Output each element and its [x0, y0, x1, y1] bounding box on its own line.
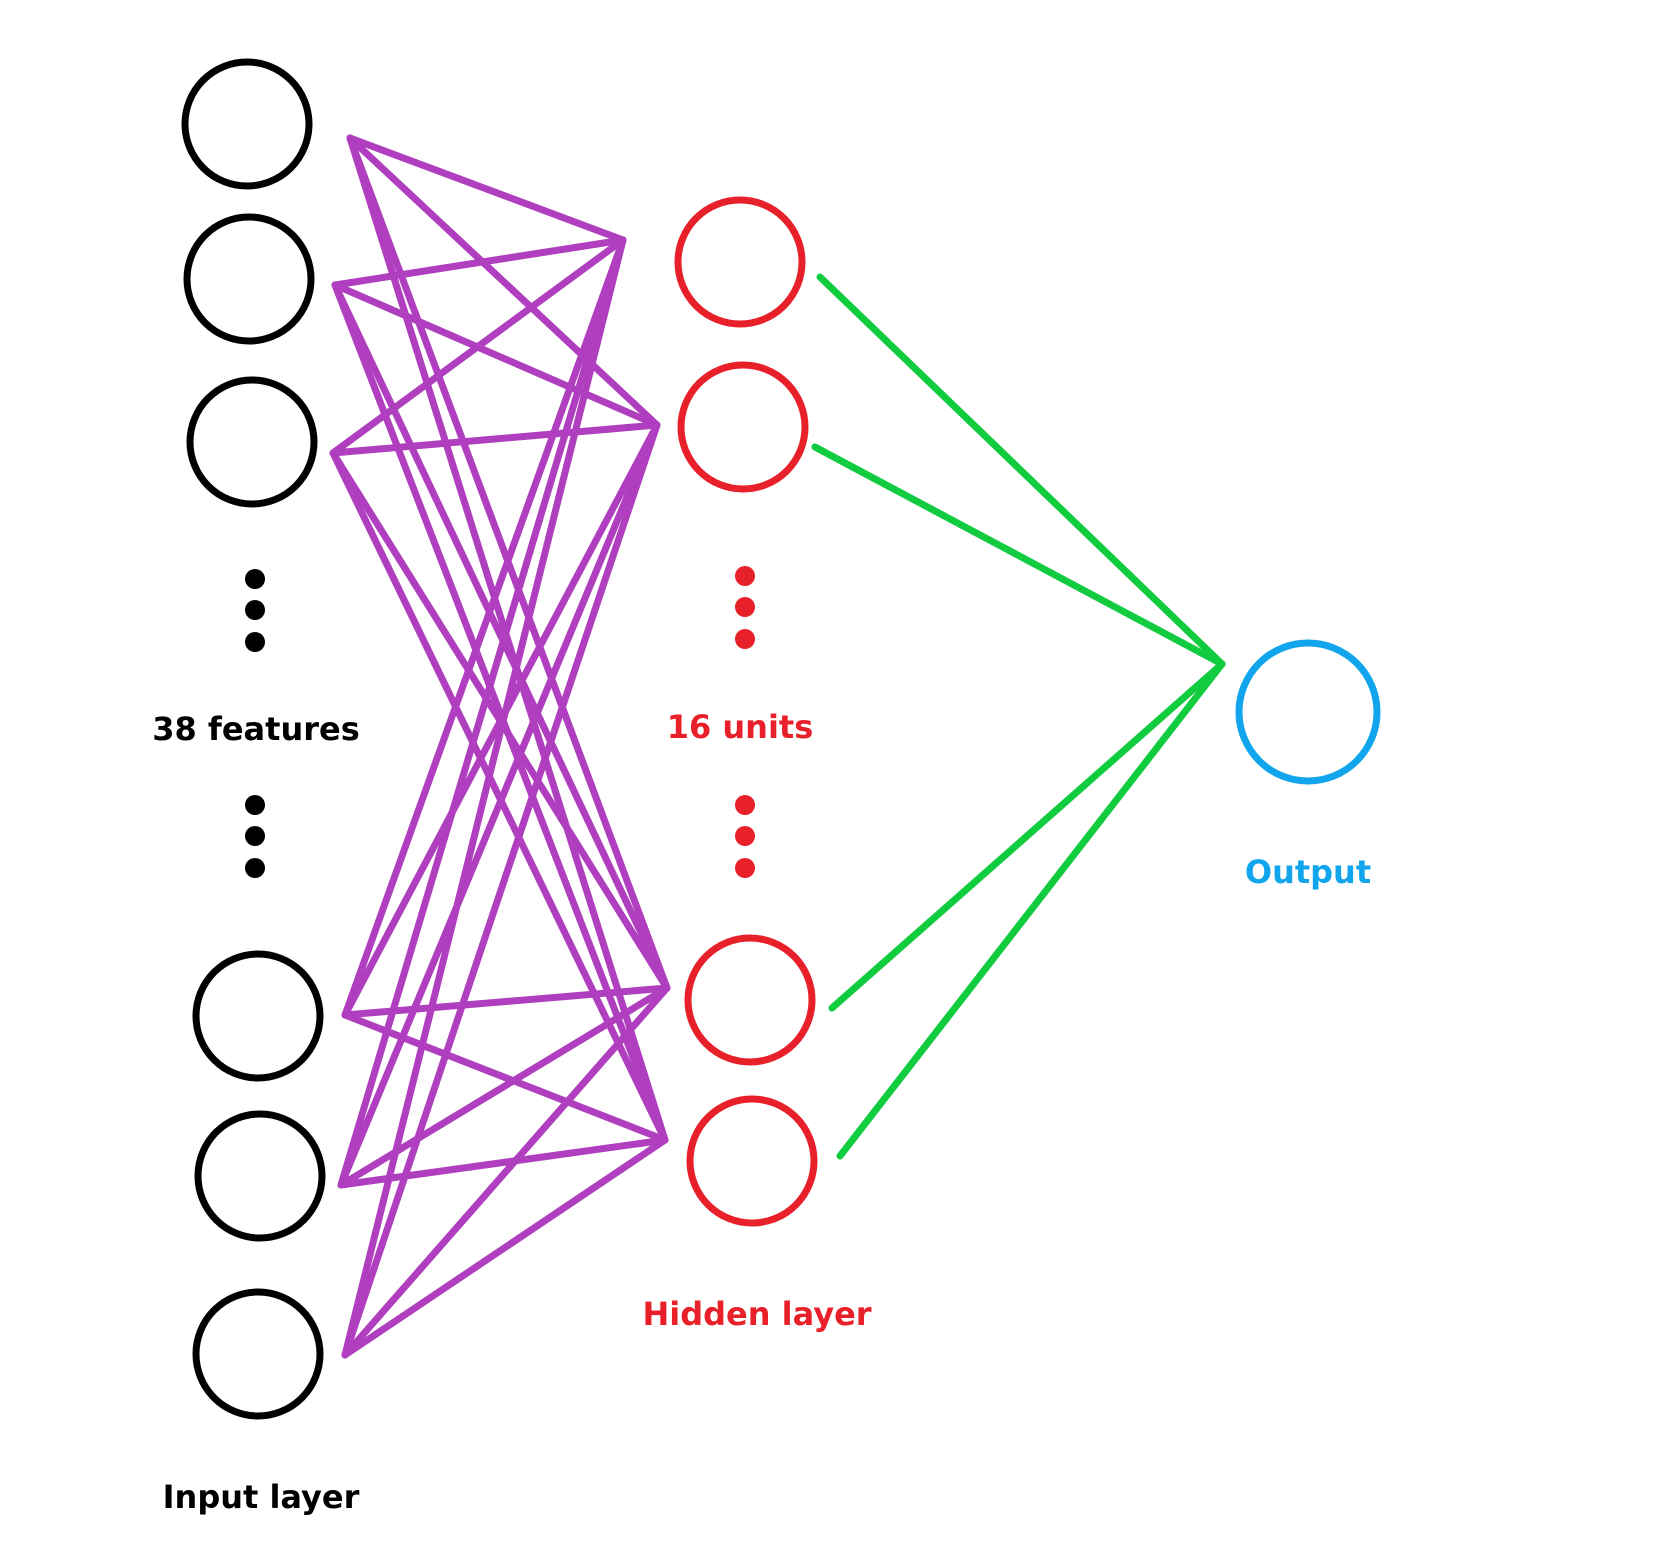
input-node-5	[194, 1110, 326, 1242]
edge-input3-hidden2	[329, 421, 661, 457]
edge-hidden3-output	[828, 660, 1226, 1012]
input-hidden-connections	[329, 134, 671, 1359]
input-node-6	[192, 1288, 324, 1420]
output-node	[1235, 639, 1381, 785]
edge-input5-hidden1	[337, 236, 627, 1189]
output-label: Output	[1245, 853, 1371, 891]
edge-input1-hidden1	[346, 134, 627, 244]
edge-hidden2-output	[811, 443, 1226, 668]
hidden-output-connections	[811, 273, 1226, 1160]
edge-hidden1-output	[816, 273, 1226, 668]
units-label: 16 units	[667, 708, 814, 746]
hidden-layer-label: Hidden layer	[642, 1295, 871, 1333]
edge-input1-hidden2	[346, 134, 661, 429]
edge-input2-hidden1	[331, 236, 627, 289]
input-node-1	[181, 58, 313, 190]
hidden-ellipsis-dot-6	[735, 858, 755, 878]
edge-input4-hidden1	[341, 236, 627, 1019]
input-ellipsis-dot-1	[245, 569, 265, 589]
features-label: 38 features	[152, 710, 360, 748]
edge-input3-hidden1	[329, 236, 627, 457]
input-node-2	[183, 213, 315, 345]
input-layer-label: Input layer	[163, 1478, 360, 1516]
input-ellipsis-dot-4	[245, 795, 265, 815]
edge-input2-hidden2	[331, 281, 661, 429]
edge-input2-hidden4	[331, 281, 669, 1144]
input-ellipsis-dot-3	[245, 632, 265, 652]
edge-input5-hidden2	[337, 421, 661, 1189]
edge-input6-hidden4	[341, 1136, 669, 1359]
edge-hidden4-output	[836, 660, 1226, 1160]
input-node-4	[192, 950, 324, 1082]
edge-input6-hidden1	[341, 236, 627, 1359]
hidden-node-3	[684, 934, 816, 1066]
input-ellipsis-dot-2	[245, 600, 265, 620]
edge-input4-hidden4	[341, 1011, 669, 1144]
input-ellipsis-dot-5	[245, 826, 265, 846]
hidden-node-2	[677, 361, 809, 493]
edge-input5-hidden4	[337, 1136, 669, 1189]
hidden-ellipsis-dot-5	[735, 826, 755, 846]
edge-input2-hidden3	[331, 281, 671, 992]
nodes	[181, 58, 1381, 1420]
hidden-ellipsis-dot-2	[735, 597, 755, 617]
hidden-node-1	[674, 196, 806, 328]
hidden-ellipsis-dot-1	[735, 566, 755, 586]
ellipsis-dots	[245, 566, 755, 878]
edge-input4-hidden3	[341, 984, 671, 1019]
input-node-3	[186, 376, 318, 508]
edge-input6-hidden2	[341, 421, 661, 1359]
edge-input6-hidden3	[341, 984, 671, 1359]
input-ellipsis-dot-6	[245, 858, 265, 878]
hidden-ellipsis-dot-4	[735, 795, 755, 815]
hidden-node-4	[686, 1095, 818, 1227]
hidden-ellipsis-dot-3	[735, 629, 755, 649]
